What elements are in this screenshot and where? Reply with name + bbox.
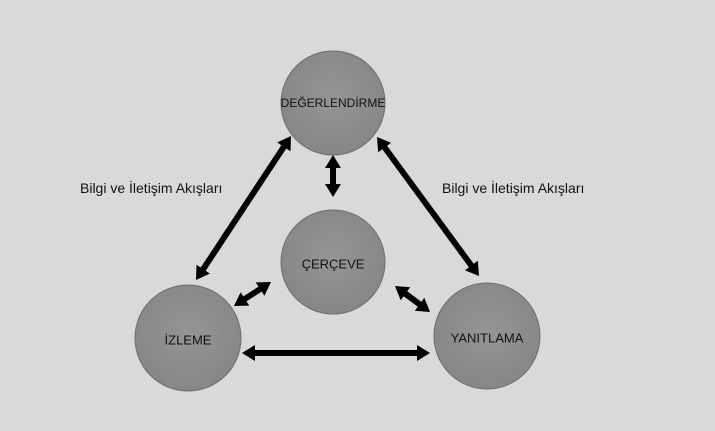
node-right-label: YANITLAMA (450, 330, 524, 346)
arrow-top-center (325, 155, 341, 197)
arrow-left-right (242, 345, 430, 361)
edge-label-right: Bilgi ve İletişim Akışları (442, 180, 585, 196)
node-top-label: DEĞERLENDİRME (280, 96, 386, 110)
node-left-circle (134, 284, 242, 392)
arrow-top-right (377, 137, 479, 276)
arrow-center-left (234, 282, 271, 306)
edge-label-left: Bilgi ve İletişim Akışları (80, 180, 223, 196)
arrow-center-right (395, 286, 430, 312)
node-left-label: İZLEME (164, 332, 212, 348)
node-right-circle (433, 282, 541, 390)
arrow-top-left (196, 136, 291, 280)
node-center-label: ÇERÇEVE (301, 256, 365, 272)
node-center-circle (280, 209, 386, 315)
arrows-group (196, 136, 479, 361)
